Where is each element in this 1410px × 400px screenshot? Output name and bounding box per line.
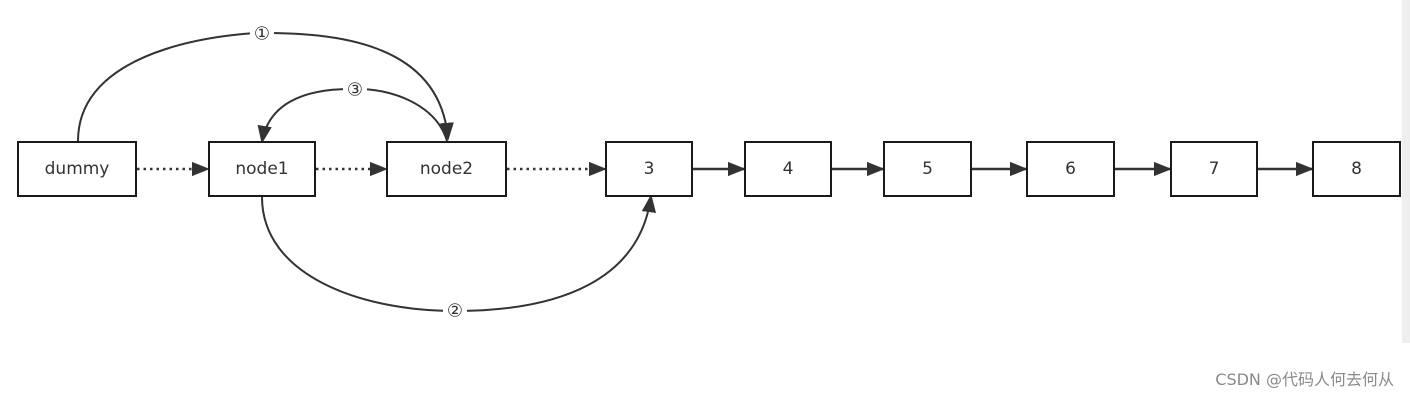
node-node2: node2 — [386, 141, 507, 197]
node-5: 5 — [883, 141, 972, 197]
node-3: 3 — [605, 141, 693, 197]
step-2-label: ② — [443, 300, 467, 322]
node-3-label: 3 — [644, 159, 655, 179]
curve-layer — [77, 31, 657, 313]
step-3-label: ③ — [343, 79, 367, 101]
step-3-text: ③ — [347, 80, 363, 101]
right-edge-strip — [1402, 0, 1410, 343]
node-7: 7 — [1170, 141, 1258, 197]
step-1-arrow — [77, 31, 454, 142]
node-4-label: 4 — [783, 159, 794, 179]
watermark: CSDN @代码人何去何从 — [1215, 370, 1394, 389]
step-1-text: ① — [254, 24, 270, 45]
node-node2-label: node2 — [420, 159, 473, 179]
node-6: 6 — [1026, 141, 1115, 197]
node-layer: dummy node1 node2 3 4 5 6 7 — [17, 141, 1401, 197]
step-1-label: ① — [250, 23, 274, 45]
node-8: 8 — [1312, 141, 1401, 197]
node-8-label: 8 — [1351, 159, 1362, 179]
node-6-label: 6 — [1065, 159, 1076, 179]
node-dummy: dummy — [17, 141, 137, 197]
step-2-text: ② — [447, 301, 463, 322]
node-4: 4 — [744, 141, 832, 197]
node-dummy-label: dummy — [45, 159, 110, 179]
node-node1: node1 — [208, 141, 316, 197]
node-7-label: 7 — [1209, 159, 1220, 179]
step-2-arrow — [261, 194, 657, 313]
node-node1-label: node1 — [235, 159, 288, 179]
step-label-layer: ① ② ③ — [250, 23, 467, 322]
node-5-label: 5 — [922, 159, 933, 179]
